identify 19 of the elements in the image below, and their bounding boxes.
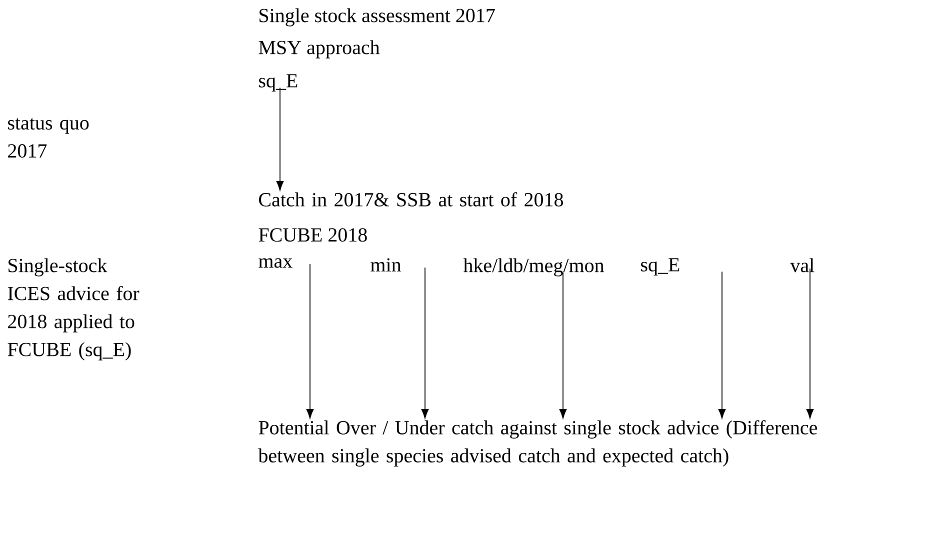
arrow: [559, 272, 567, 419]
arrow: [276, 87, 284, 191]
arrow: [421, 267, 429, 419]
label-text: status quo 2017: [8, 118, 89, 158]
label-text: Single stock assessment 2017: [260, 8, 495, 26]
node-text: max: [258, 258, 292, 268]
label-text: MSY approach: [258, 40, 380, 58]
node-text: sq_E: [641, 258, 680, 276]
label-text: FCUBE 2018: [258, 228, 367, 242]
node-text: val: [790, 258, 814, 272]
arrow: [306, 264, 314, 419]
arrow: [806, 268, 814, 419]
node-text: min: [370, 258, 402, 272]
node-text: sq_E: [259, 74, 298, 92]
arrow: [718, 271, 726, 419]
node-text: Catch in 2017& SSB at start of 2018: [259, 192, 563, 206]
node-text: Potential Over / Under catch against single stock advice (Difference between single species advised catch and expected catch): [258, 420, 817, 467]
node-text: hke/ldb/meg/mon: [463, 258, 604, 276]
label-text: Single-stock ICES advice for 2018 applied to FCUBE (sq_E): [8, 258, 140, 360]
